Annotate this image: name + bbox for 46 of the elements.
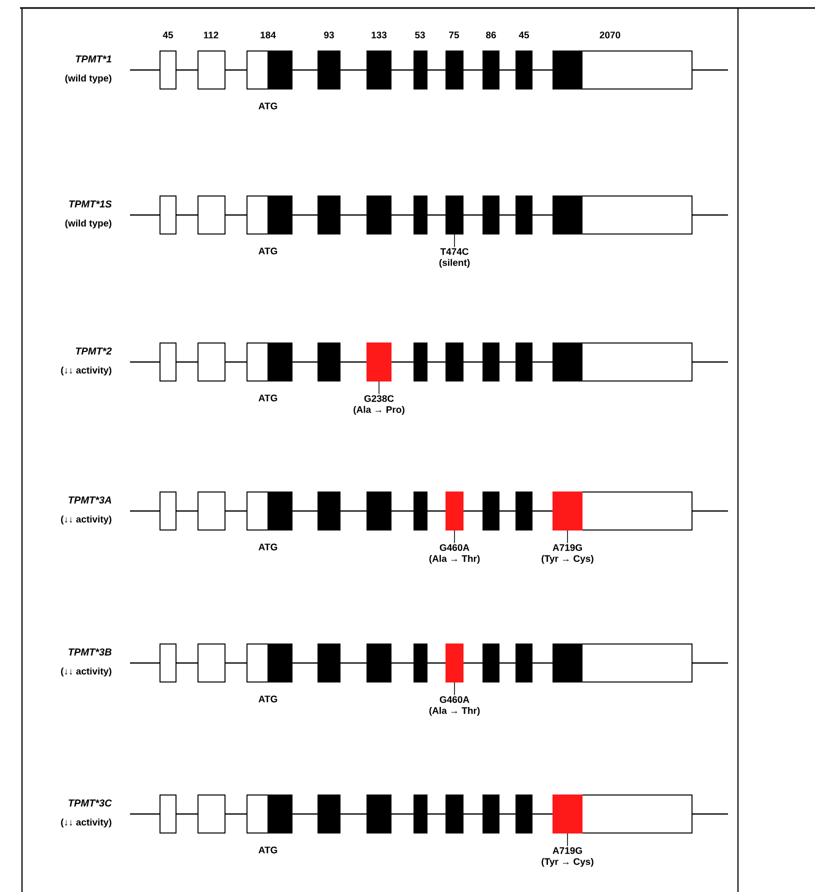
exon-box <box>552 794 582 834</box>
mutation-label: G460A (Ala → Thr) <box>429 544 480 564</box>
allele-note: (wild type) <box>65 220 112 228</box>
allele-note: (wild type) <box>65 74 112 84</box>
mutation-label: T474C (silent) <box>439 248 470 268</box>
exon-size: 75 <box>449 32 460 38</box>
mutation-label: A719G (Tyr → Cys) <box>542 847 594 867</box>
exon-size: 93 <box>324 32 334 38</box>
allele-note: (↓↓ activity) <box>61 668 112 676</box>
allele-name: TPMT*1S <box>69 200 112 208</box>
start-codon-label: ATG <box>258 102 278 110</box>
leader-line <box>567 833 568 846</box>
exon-box <box>446 196 464 234</box>
start-codon-label: ATG <box>258 696 278 702</box>
allele-note: (↓↓ activity) <box>61 366 112 376</box>
exon-size: 112 <box>204 32 218 38</box>
exon-size: 45 <box>518 32 530 38</box>
exon-box <box>552 492 582 530</box>
exon-size: 184 <box>260 32 276 38</box>
allele-name: TPMT*3B <box>68 648 112 656</box>
mutation-label: A719G (Tyr → Cys) <box>542 544 594 564</box>
exon-box <box>446 644 464 682</box>
allele-name: TPMT*3A <box>68 496 112 504</box>
leader-line <box>454 682 455 696</box>
leader-line <box>454 234 455 248</box>
allele-name: TPMT*3C <box>68 799 112 807</box>
mutation-label: G238C (Ala → Pro) <box>354 395 404 415</box>
allele-note: (↓↓ activity) <box>61 818 112 828</box>
exon-size: 2070 <box>600 32 620 38</box>
allele-name: TPMT*2 <box>76 348 112 354</box>
allele-note: (↓↓ activity) <box>61 516 112 524</box>
allele-name: TPMT*1 <box>76 56 112 62</box>
exon-size: 45 <box>162 32 174 38</box>
exon-size: 86 <box>486 32 496 38</box>
leader-line <box>567 530 568 544</box>
start-codon-label: ATG <box>258 846 278 854</box>
exon-box <box>446 492 464 530</box>
start-codon-label: ATG <box>258 394 278 402</box>
start-codon-label: ATG <box>258 544 278 550</box>
leader-line <box>454 530 455 544</box>
exon-box <box>366 342 392 382</box>
exon-size: 53 <box>415 32 425 38</box>
start-codon-label: ATG <box>258 248 278 254</box>
leader-line <box>378 381 380 394</box>
exon-size: 133 <box>372 32 387 38</box>
mutation-label: G460A (Ala → Thr) <box>429 696 480 716</box>
